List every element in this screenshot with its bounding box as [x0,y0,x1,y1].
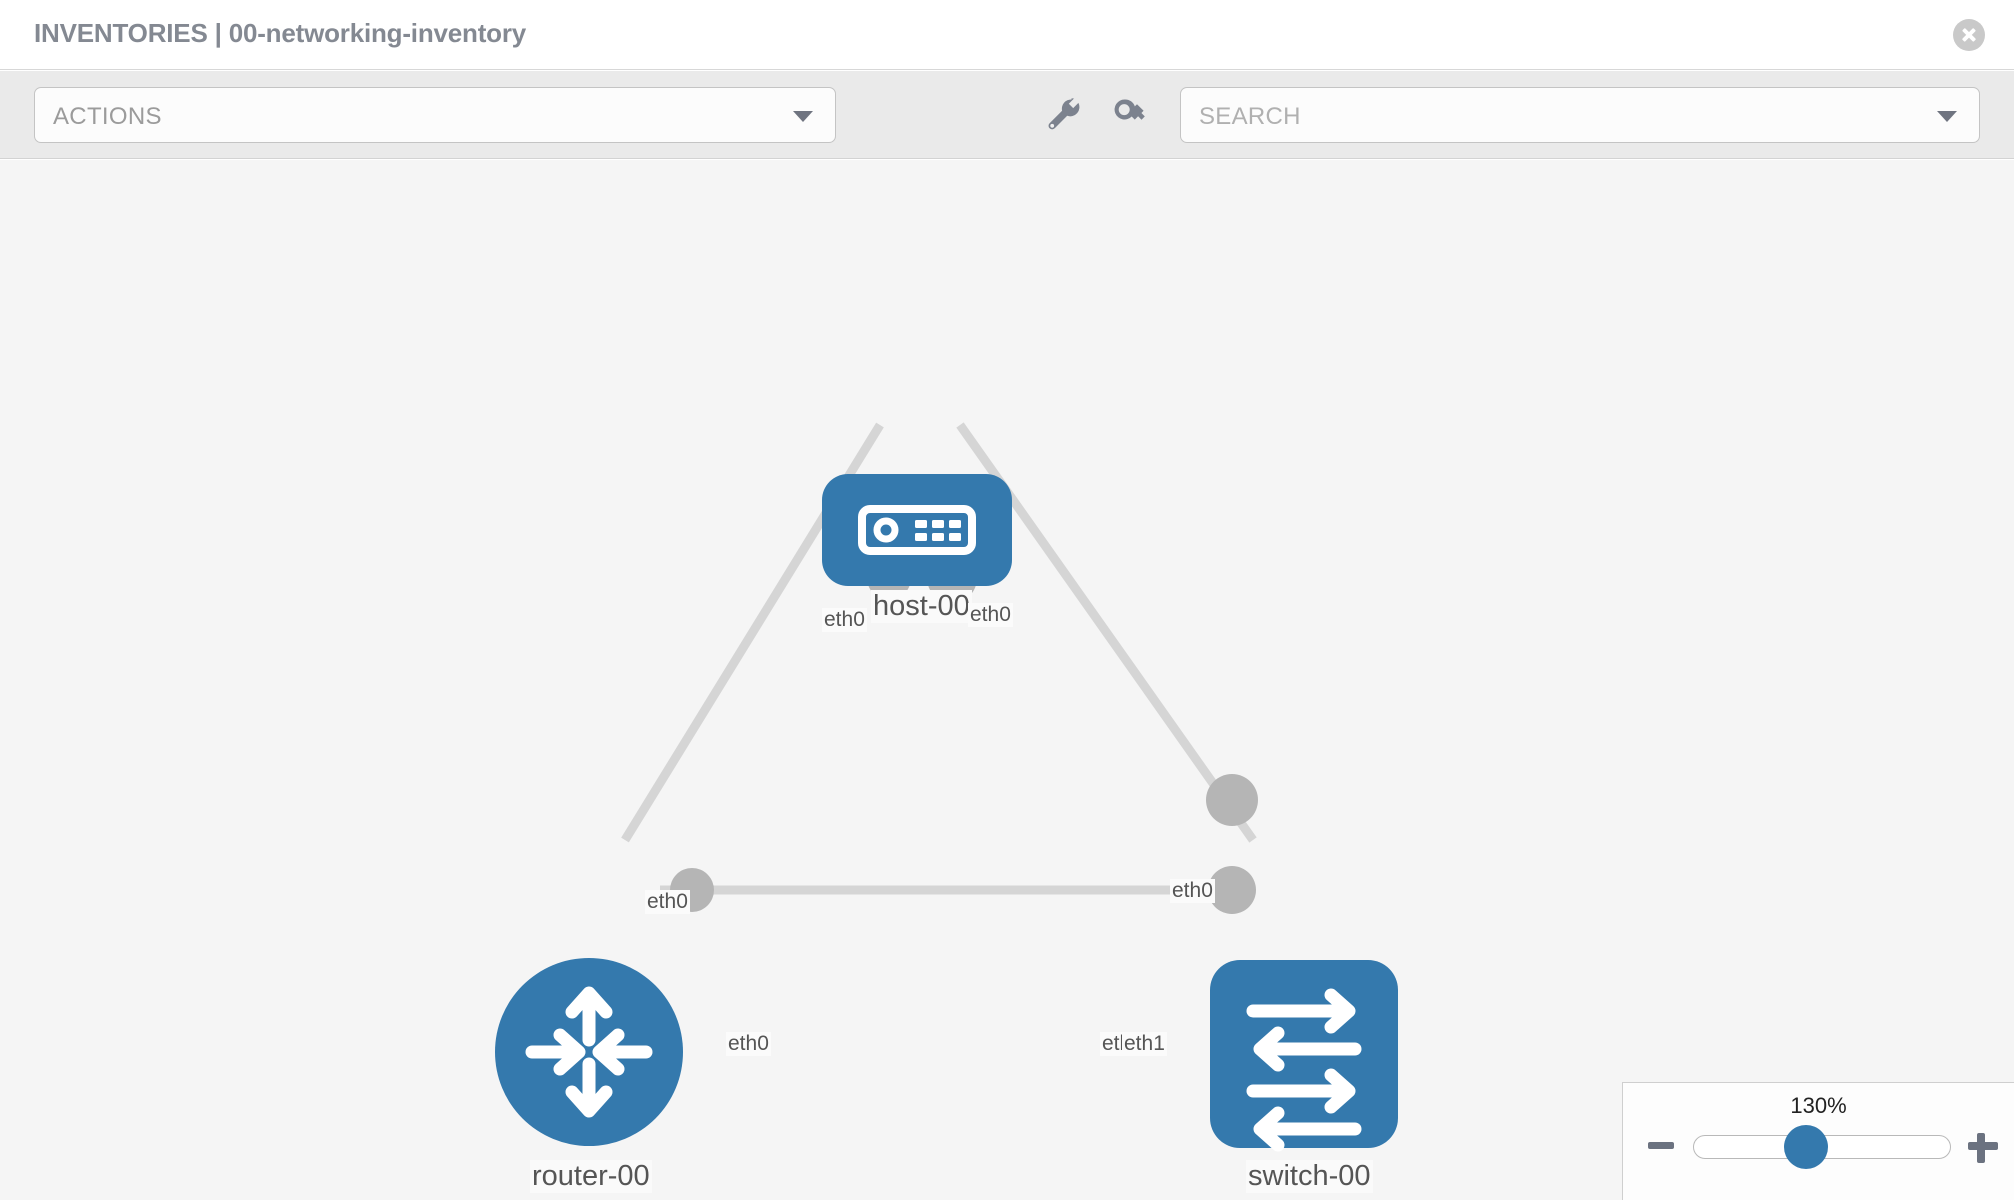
topology-graph[interactable] [0,160,2014,1200]
search-input-value: SEARCH [1199,103,1301,130]
node-switch-00[interactable] [1210,960,1398,1152]
port-switch-left-2[interactable] [1206,774,1258,826]
minus-icon[interactable] [1645,1129,1679,1163]
router-arrows-icon [525,986,653,1118]
key-icon[interactable] [1107,93,1151,137]
page-title: INVENTORIES | 00-networking-inventory [34,18,527,48]
chevron-down-icon[interactable] [1937,111,1957,122]
toolbar: ACTIONS SEARCH [0,71,2014,159]
zoom-slider-handle[interactable] [1784,1125,1828,1169]
node-label-router-00: router-00 [530,1160,652,1193]
edge-label-switch-left-b: eth1 [1122,1032,1167,1056]
edge-label-router-right: eth0 [726,1032,771,1056]
chevron-down-icon [793,111,813,122]
zoom-percent-label: 130% [1790,1093,1847,1118]
node-router-00[interactable] [495,958,683,1146]
edge-label-router-up: eth0 [645,890,690,914]
node-host-00[interactable] [822,474,1012,586]
actions-dropdown[interactable]: ACTIONS [34,87,836,143]
server-icon [858,505,976,555]
wrench-icon[interactable] [1041,93,1085,137]
close-icon[interactable] [1953,19,1985,51]
edge-label-switch-up: eth0 [1170,879,1215,903]
search-input[interactable]: SEARCH [1180,87,1980,143]
page-header: INVENTORIES | 00-networking-inventory [0,0,2014,70]
edge-label-host-left: eth0 [822,608,867,632]
port-switch-left-1[interactable] [1208,866,1256,914]
node-label-host-00: host-00 [871,590,972,623]
topology-canvas[interactable]: host-00 router-00 switch-00 eth0 eth0 et… [0,160,2014,1200]
switch-arrows-icon [1246,988,1362,1152]
actions-dropdown-label: ACTIONS [53,103,162,130]
node-label-switch-00: switch-00 [1246,1160,1373,1193]
zoom-control: 130% [1622,1082,2014,1200]
edge-label-host-right: eth0 [968,603,1013,627]
plus-icon[interactable] [1966,1129,2000,1163]
